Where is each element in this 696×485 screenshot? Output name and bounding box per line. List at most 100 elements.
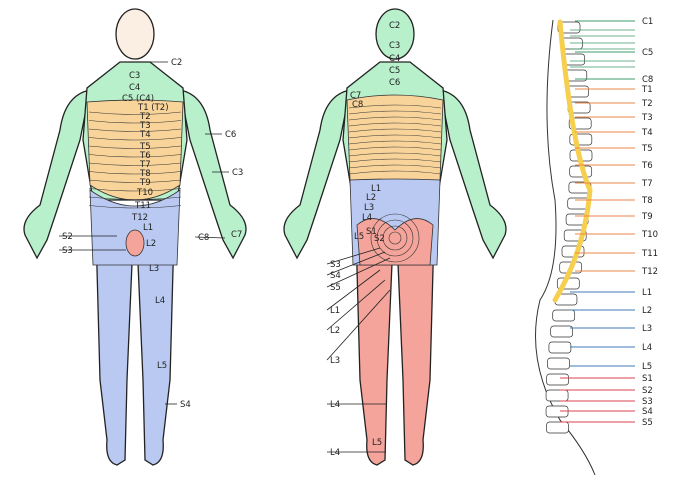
back-label-line bbox=[326, 279, 386, 331]
front-label: C7 bbox=[231, 230, 242, 240]
back-label: L1 bbox=[330, 306, 340, 316]
dermatome-boundary bbox=[348, 134, 442, 139]
front-label: L4 bbox=[155, 296, 165, 306]
front-label: T4 bbox=[139, 130, 151, 140]
vertebra bbox=[547, 357, 570, 370]
undefined: L2 bbox=[642, 306, 652, 316]
front-label: C8 bbox=[198, 233, 209, 243]
front-label: T3 bbox=[139, 121, 151, 131]
thoracic-region bbox=[86, 99, 184, 201]
dermatome-boundary bbox=[88, 137, 182, 141]
undefined: T11 bbox=[641, 249, 658, 259]
front-label: L2 bbox=[146, 239, 156, 249]
front-label: L5 bbox=[157, 361, 167, 371]
back-label: S1 bbox=[366, 227, 377, 237]
undefined: S1 bbox=[642, 374, 653, 384]
undefined: S5 bbox=[642, 418, 653, 428]
undefined: T7 bbox=[641, 179, 653, 189]
front-label: T8 bbox=[139, 169, 151, 179]
dermatome-boundary bbox=[348, 116, 442, 121]
front-label: S2 bbox=[62, 232, 73, 242]
back-body-figure bbox=[283, 8, 507, 466]
genital-region bbox=[125, 229, 145, 257]
dermatome-boundary bbox=[348, 128, 442, 133]
back-label: C3 bbox=[389, 41, 400, 51]
dermatome-boundary bbox=[348, 152, 442, 157]
back-label: L4 bbox=[362, 213, 372, 223]
undefined: L3 bbox=[642, 324, 652, 334]
front-label-line bbox=[194, 236, 226, 239]
dermatome-boundary bbox=[348, 140, 442, 145]
dermatome-boundary bbox=[88, 162, 182, 166]
dermatome-boundary bbox=[88, 171, 182, 175]
dermatome-boundary bbox=[348, 158, 442, 163]
vertebra bbox=[545, 405, 569, 418]
dermatome-boundary bbox=[348, 110, 442, 115]
undefined: T1 bbox=[641, 85, 653, 95]
back-label-line bbox=[326, 269, 381, 311]
back-label: S3 bbox=[330, 260, 341, 270]
back-label: C2 bbox=[389, 21, 400, 31]
sacral-contour bbox=[370, 213, 420, 263]
dermatome-boundary bbox=[348, 122, 442, 127]
front-label: S4 bbox=[180, 400, 191, 410]
front-label: C4 bbox=[129, 83, 140, 93]
front-label: T1 (T2) bbox=[137, 103, 169, 113]
back-label: L2 bbox=[330, 326, 340, 336]
front-label: T12 bbox=[131, 213, 148, 223]
dermatome-boundary bbox=[88, 120, 182, 124]
back-label-line bbox=[326, 257, 391, 288]
front-label: C2 bbox=[171, 58, 182, 68]
front-label: T10 bbox=[136, 188, 153, 198]
undefined: S4 bbox=[642, 407, 653, 417]
back-label-line bbox=[326, 251, 386, 276]
dermatome-boundary bbox=[88, 205, 182, 209]
back-label: L4 bbox=[330, 400, 340, 410]
undefined: S2 bbox=[642, 386, 653, 396]
back-label: C8 bbox=[352, 100, 363, 110]
undefined: T4 bbox=[641, 128, 653, 138]
dermatome-boundary bbox=[348, 146, 442, 151]
front-label: T2 bbox=[139, 112, 151, 122]
dermatome-boundary bbox=[88, 179, 182, 183]
undefined: T3 bbox=[641, 113, 653, 123]
sacral-contour bbox=[382, 225, 408, 251]
undefined: L1 bbox=[642, 288, 652, 298]
sacral-contour bbox=[376, 219, 414, 257]
dermatome-boundary bbox=[88, 128, 182, 132]
back-label: L5 bbox=[372, 438, 382, 448]
undefined: T10 bbox=[641, 230, 658, 240]
vertebra bbox=[552, 309, 576, 322]
dermatome-boundary bbox=[88, 154, 182, 158]
left-arm bbox=[283, 89, 351, 260]
front-label: L3 bbox=[149, 264, 159, 274]
vertebra bbox=[546, 421, 569, 434]
undefined: C1 bbox=[642, 17, 653, 27]
back-label: L5 bbox=[354, 232, 364, 242]
vertebra bbox=[548, 341, 572, 354]
undefined: C5 bbox=[642, 48, 653, 58]
spinal-cord bbox=[552, 19, 593, 303]
undefined: T2 bbox=[641, 99, 653, 109]
back-label: C7 bbox=[350, 91, 361, 101]
dermatome-boundary bbox=[88, 111, 182, 115]
dermatome-boundary bbox=[88, 145, 182, 149]
front-label: L1 bbox=[143, 223, 153, 233]
front-body-figure bbox=[23, 8, 247, 466]
left-arm bbox=[23, 89, 91, 260]
back-label: S2 bbox=[374, 234, 385, 244]
right-arm bbox=[439, 89, 507, 260]
front-label: C5 (C4) bbox=[122, 94, 154, 104]
dermatome-boundary bbox=[348, 164, 442, 169]
undefined: T12 bbox=[641, 267, 658, 277]
head bbox=[115, 8, 155, 60]
undefined: S3 bbox=[642, 397, 653, 407]
dermatome-boundary bbox=[88, 196, 182, 200]
front-label: C6 bbox=[225, 130, 236, 140]
vertebra bbox=[546, 373, 569, 386]
front-label: C3 bbox=[129, 71, 140, 81]
dermatome-boundary bbox=[348, 104, 442, 109]
vertebra bbox=[550, 325, 574, 338]
